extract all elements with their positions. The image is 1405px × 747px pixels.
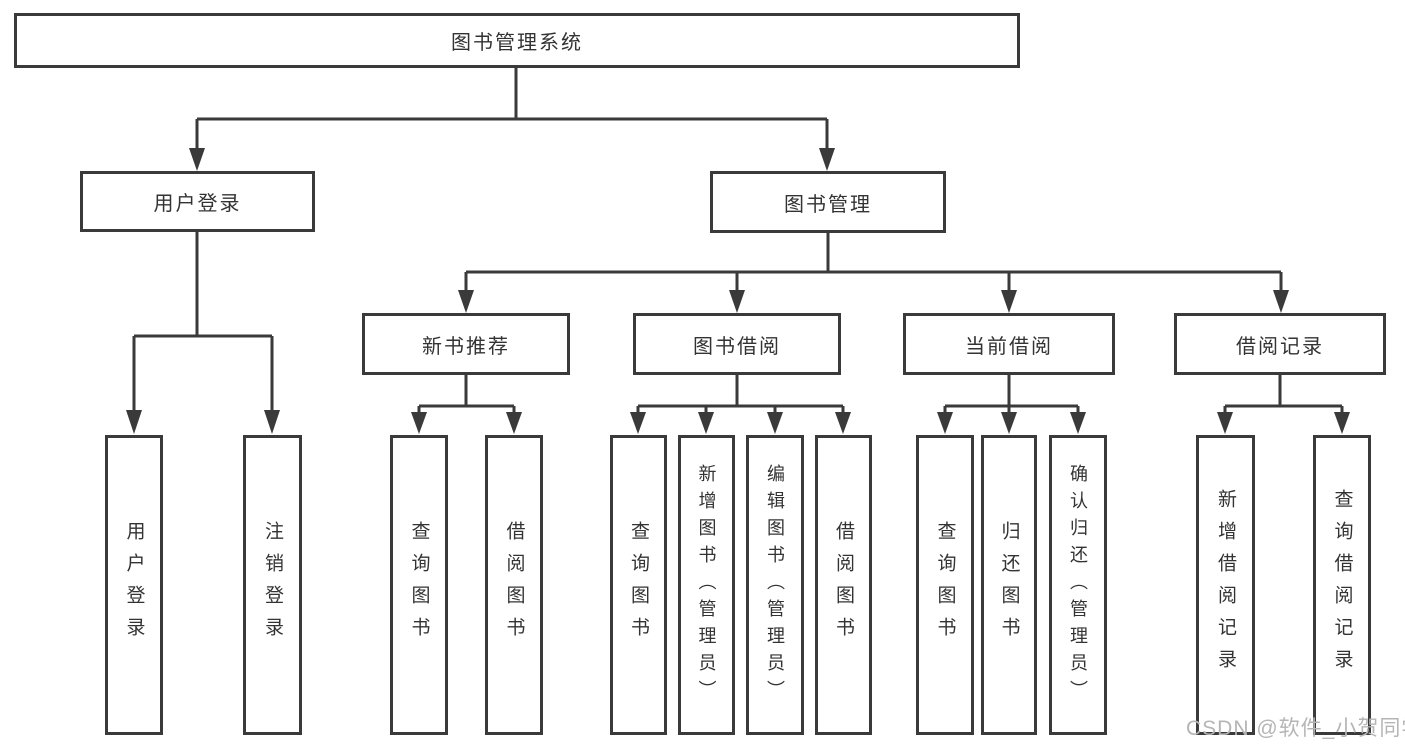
node-user-login: 用户登录 (80, 171, 315, 232)
leaf-edit-book-admin-label: 编辑图书（管理员） (765, 463, 785, 707)
leaf-borrow-books-borrowing: 借阅图书 (815, 435, 872, 735)
leaf-confirm-return-admin: 确认归还（管理员） (1049, 435, 1107, 735)
leaf-return-book: 归还图书 (981, 435, 1037, 735)
node-book-borrowing-label: 图书借阅 (693, 335, 781, 358)
node-root-label: 图书管理系统 (451, 32, 583, 54)
leaf-edit-book-admin: 编辑图书（管理员） (746, 435, 804, 735)
leaf-user-login: 用户登录 (105, 435, 163, 735)
node-current-borrowing: 当前借阅 (903, 313, 1115, 375)
leaf-logout: 注销登录 (243, 435, 302, 735)
node-new-book-recommend: 新书推荐 (362, 313, 570, 375)
csdn-watermark: CSDN @软件_小贺同学 (1186, 717, 1405, 740)
leaf-borrow-books-borrowing-label: 借阅图书 (833, 521, 854, 649)
node-borrowing-records-label: 借阅记录 (1236, 335, 1324, 358)
leaf-query-books-borrowing: 查询图书 (610, 435, 667, 735)
leaf-query-books-recommend: 查询图书 (390, 435, 448, 735)
leaf-user-login-label: 用户登录 (123, 521, 145, 649)
leaf-logout-label: 注销登录 (262, 521, 283, 649)
node-book-management: 图书管理 (710, 171, 946, 233)
arrowheads (126, 148, 1350, 434)
node-book-borrowing: 图书借阅 (633, 313, 841, 375)
leaf-query-borrow-record-label: 查询借阅记录 (1331, 489, 1353, 681)
node-root-system: 图书管理系统 (14, 13, 1020, 68)
leaf-add-borrow-record-label: 新增借阅记录 (1215, 489, 1236, 681)
leaf-add-book-admin-label: 新增图书（管理员） (696, 463, 717, 707)
node-new-book-recommend-label: 新书推荐 (422, 335, 510, 358)
node-user-login-label: 用户登录 (153, 193, 242, 215)
leaf-return-book-label: 归还图书 (998, 521, 1020, 649)
leaf-query-books-current: 查询图书 (916, 435, 974, 735)
leaf-query-books-current-label: 查询图书 (934, 521, 956, 649)
node-current-borrowing-label: 当前借阅 (965, 335, 1053, 358)
leaf-query-borrow-record: 查询借阅记录 (1313, 435, 1371, 735)
node-book-management-label: 图书管理 (784, 193, 872, 216)
leaf-borrow-books-recommend: 借阅图书 (485, 435, 543, 735)
node-borrowing-records: 借阅记录 (1174, 313, 1386, 375)
leaf-add-borrow-record: 新增借阅记录 (1196, 435, 1255, 735)
leaf-query-books-recommend-label: 查询图书 (408, 521, 430, 649)
leaf-borrow-books-recommend-label: 借阅图书 (503, 521, 525, 649)
leaf-add-book-admin: 新增图书（管理员） (678, 435, 735, 735)
leaf-confirm-return-admin-label: 确认归还（管理员） (1068, 463, 1088, 707)
leaf-query-books-borrowing-label: 查询图书 (628, 521, 649, 649)
